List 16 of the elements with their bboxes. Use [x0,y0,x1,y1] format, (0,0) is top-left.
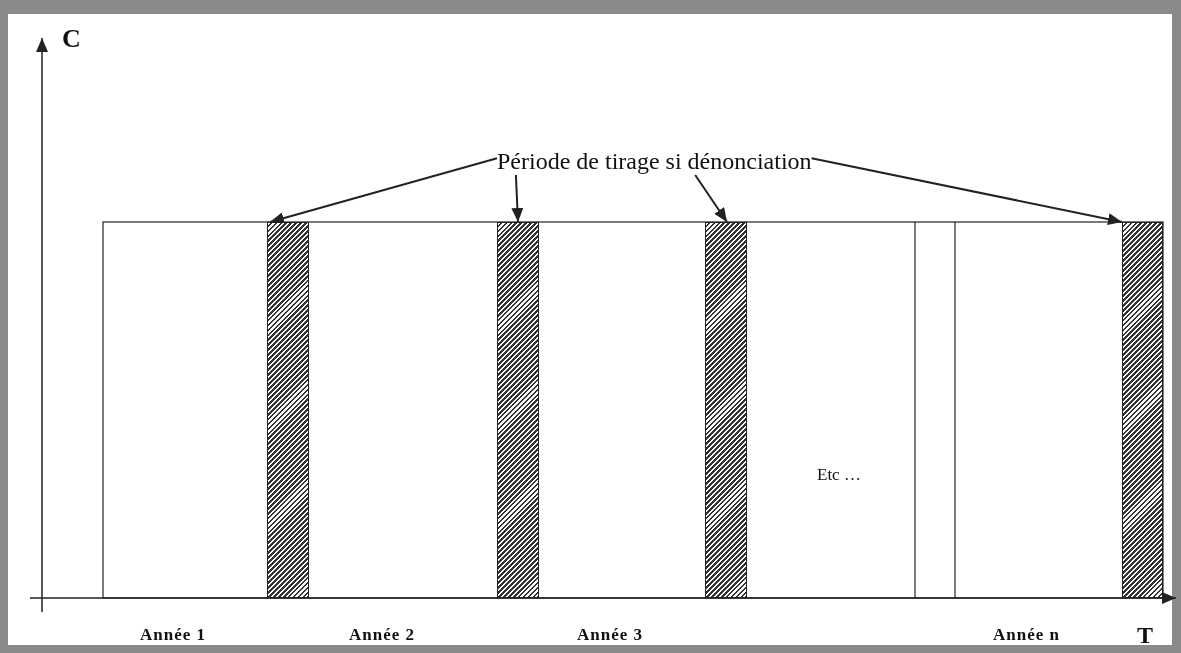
year-label: Année 1 [140,625,207,645]
arrow [810,157,1123,226]
hatched-bar [497,222,539,598]
year-label: Année 2 [349,625,416,645]
annotation-text: Période de tirage si dénonciation [497,147,812,175]
hatched-bar [705,222,747,598]
axis-label: T [1137,622,1153,649]
arrow [511,174,524,223]
year-label: Année n [993,625,1060,645]
hatched-bar [267,222,309,598]
note-text: Etc … [817,465,861,485]
arrow [694,174,728,223]
year-label: Année 3 [577,625,644,645]
hatched-bar [1122,222,1163,598]
axis-label: C [62,24,81,54]
arrow [269,157,498,224]
